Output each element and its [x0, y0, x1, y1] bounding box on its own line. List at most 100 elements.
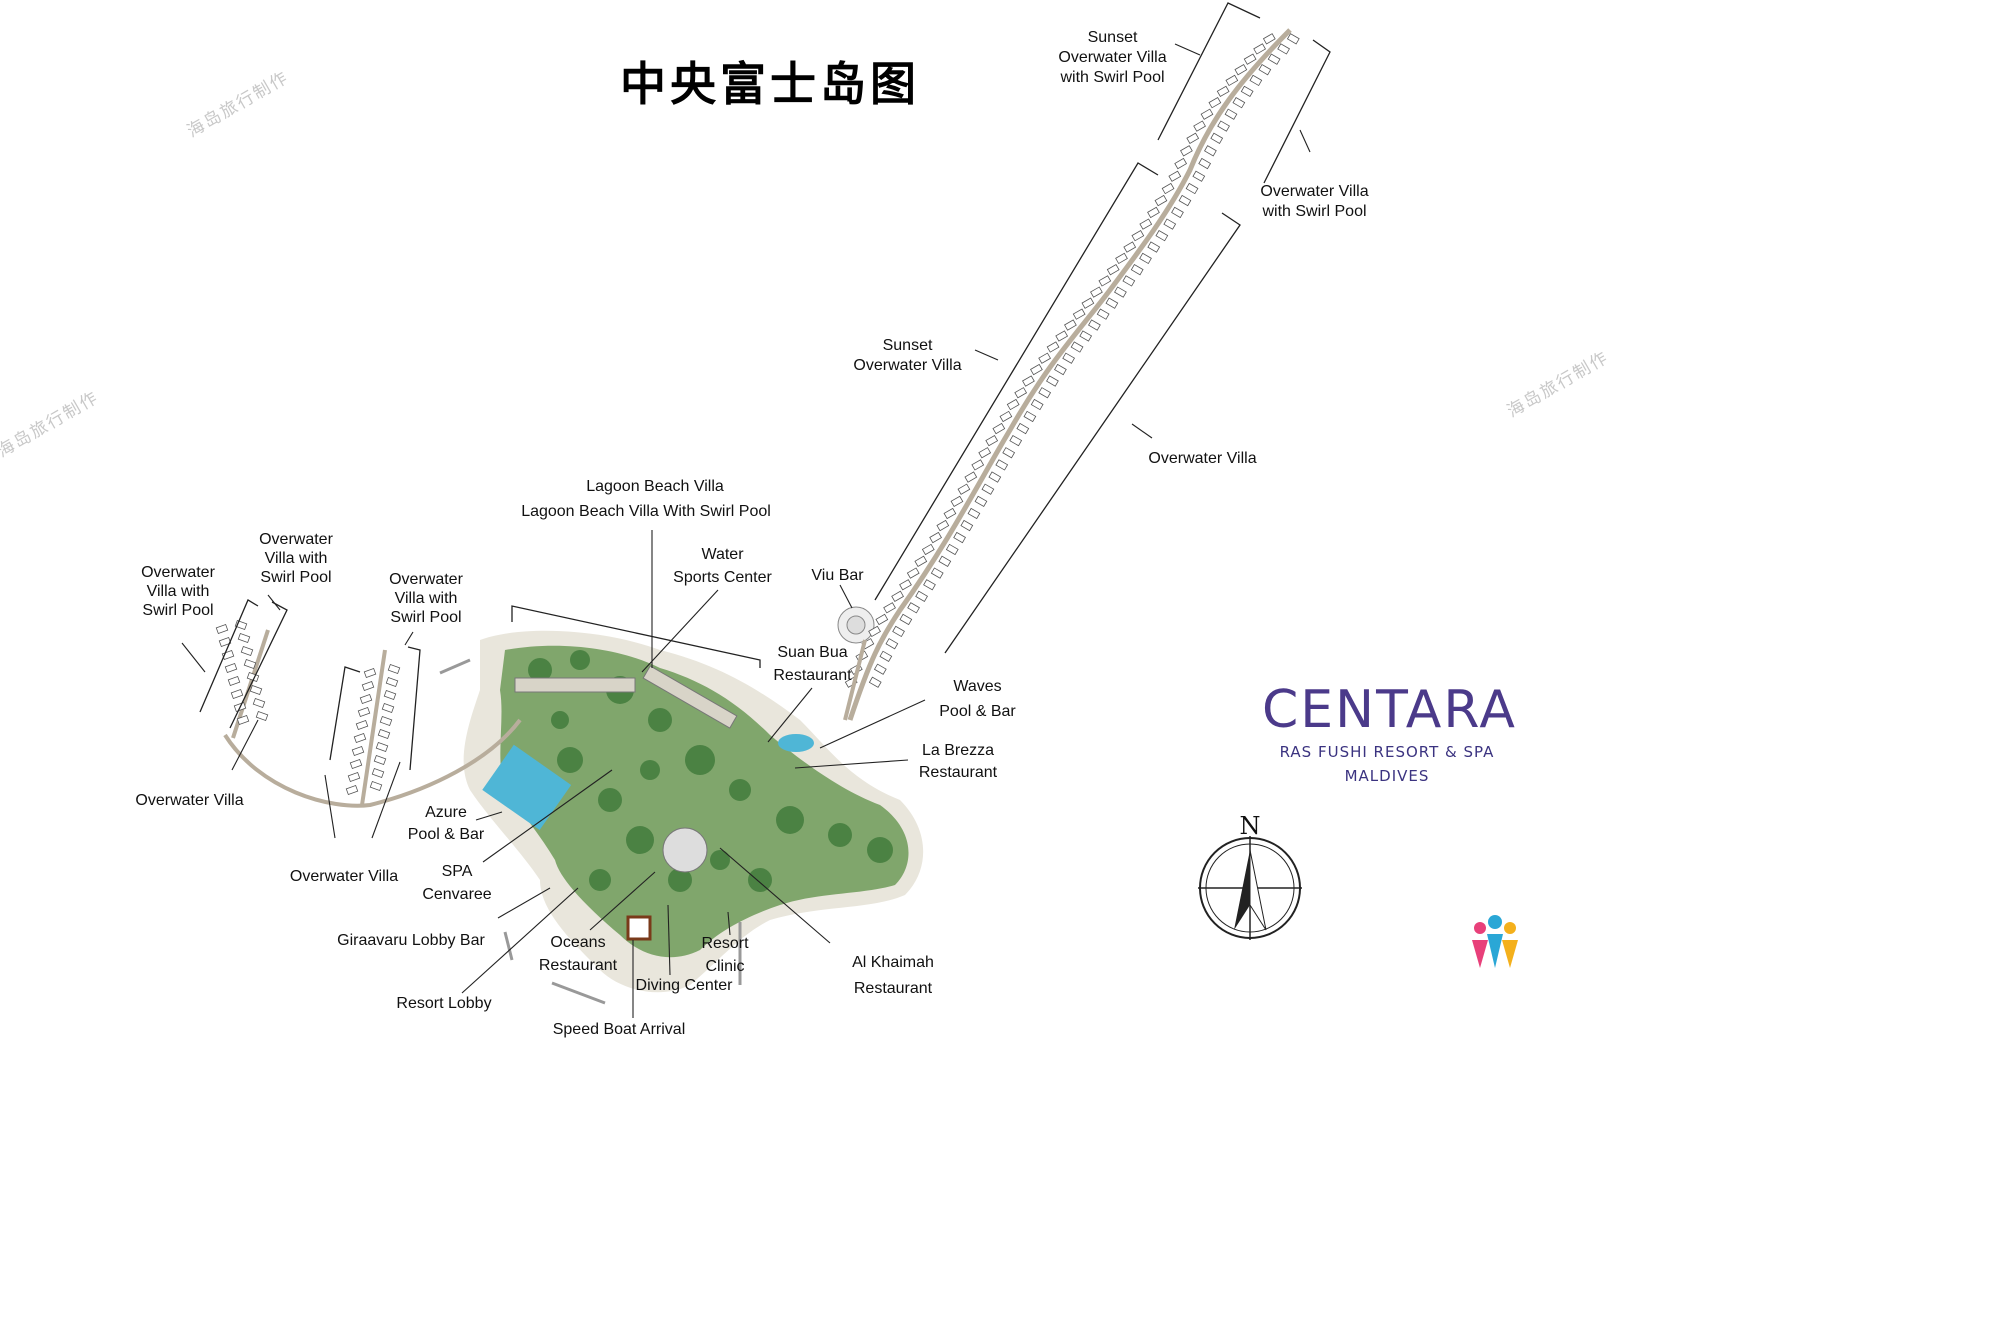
villa-marker [988, 471, 1002, 483]
villa-marker [1002, 447, 1016, 459]
label-overwater-villa-sw: Overwater Villa [289, 868, 399, 885]
villa-marker [227, 675, 241, 687]
villa-marker [1123, 241, 1137, 253]
villa-marker [224, 662, 238, 674]
villa-marker [1046, 341, 1060, 353]
brand-name: CENTARA [1262, 680, 1517, 740]
villa-marker [1240, 85, 1254, 98]
villa-marker [1096, 308, 1110, 320]
villa-marker [1130, 264, 1144, 276]
villa-marker [891, 590, 904, 602]
villa-marker [1192, 170, 1206, 182]
villa-marker [1186, 132, 1200, 144]
viu-bar-roof-inner [846, 615, 866, 635]
map-title: 中央富士岛图 [620, 57, 920, 111]
villa-marker [906, 567, 920, 579]
villa-marker [1081, 297, 1095, 309]
compass [1198, 836, 1302, 940]
villa-marker [945, 543, 959, 556]
villa-marker [1253, 43, 1266, 55]
villa-marker [215, 623, 229, 635]
villa-marker [1122, 275, 1136, 287]
pier [551, 981, 606, 1005]
villa-marker [1114, 286, 1127, 298]
villa-marker [345, 784, 359, 796]
villa-marker [1062, 352, 1076, 364]
villa-marker [351, 745, 365, 757]
villa-marker [999, 410, 1013, 423]
villa-marker [1155, 230, 1169, 242]
lagoon-villas [514, 665, 738, 729]
villa-marker [349, 758, 363, 770]
label-viu-bar: Viu Bar [811, 567, 864, 584]
villa-marker [1030, 398, 1044, 411]
villa-marker [1046, 375, 1059, 387]
villa-marker [359, 693, 373, 705]
villa-marker [950, 495, 964, 508]
compass-north-label: N [1239, 812, 1261, 840]
villa-marker [1139, 218, 1153, 230]
pointer-lines [181, 43, 1311, 1018]
villa-marker [899, 613, 913, 626]
resort-map [181, 2, 1518, 1018]
villa-marker [1258, 64, 1272, 76]
villa-marker [1055, 330, 1069, 342]
villa-marker [373, 754, 387, 766]
villa-marker [383, 689, 397, 701]
villa-marker [1147, 206, 1160, 219]
villa-marker [981, 483, 995, 495]
label-overwater-villa-ne: Overwater Villa [1148, 450, 1257, 467]
villa-marker [1161, 182, 1175, 195]
villa-marker [1115, 252, 1128, 265]
villa-marker [1016, 422, 1030, 435]
villa-marker [957, 483, 971, 495]
villa-marker [1139, 252, 1152, 265]
villa-marker [381, 702, 395, 714]
villa-marker [985, 434, 999, 447]
villa-marker [868, 676, 882, 688]
villa-group-brackets [199, 2, 1331, 771]
villa-marker [953, 531, 966, 544]
villa-marker [967, 507, 981, 520]
villa-marker [1171, 206, 1184, 219]
villa-marker [1105, 297, 1119, 309]
villa-marker [385, 676, 399, 688]
villa-marker [1200, 108, 1214, 120]
villa-marker [1204, 145, 1217, 157]
villa-marker [1168, 170, 1182, 182]
villa-marker [249, 684, 263, 696]
villa-marker [1023, 410, 1037, 423]
villa-marker [1185, 182, 1199, 195]
villa-marker [1098, 275, 1112, 287]
villa-marker [1154, 194, 1168, 207]
main-jetty [847, 28, 1292, 721]
villa-marker [1147, 241, 1161, 253]
villa-marker [1208, 96, 1222, 109]
pier [503, 931, 514, 961]
villa-marker [915, 590, 928, 602]
villa-marker [868, 625, 881, 638]
villa-marker [960, 519, 974, 532]
pier [843, 639, 867, 721]
villa-marker [943, 507, 957, 520]
family-logo-icon [1472, 915, 1518, 968]
label-diving-center: Diving Center [635, 977, 733, 994]
villa-marker [1193, 120, 1206, 132]
west-overwater-villas [215, 619, 401, 796]
villa-marker [1079, 330, 1093, 342]
villa-marker [930, 567, 944, 579]
villa-marker [377, 728, 391, 740]
label-speed-boat-arrival: Speed Boat Arrival [552, 1021, 686, 1038]
villa-marker [353, 732, 367, 744]
brand-block: CENTARA RAS FUSHI RESORT & SPA MALDIVES [1262, 680, 1517, 788]
villa-marker [236, 714, 250, 726]
villa-marker [1054, 363, 1067, 376]
label-giraavaru-lobby-bar: Giraavaru Lobby Bar [337, 932, 485, 949]
pier [439, 658, 471, 675]
